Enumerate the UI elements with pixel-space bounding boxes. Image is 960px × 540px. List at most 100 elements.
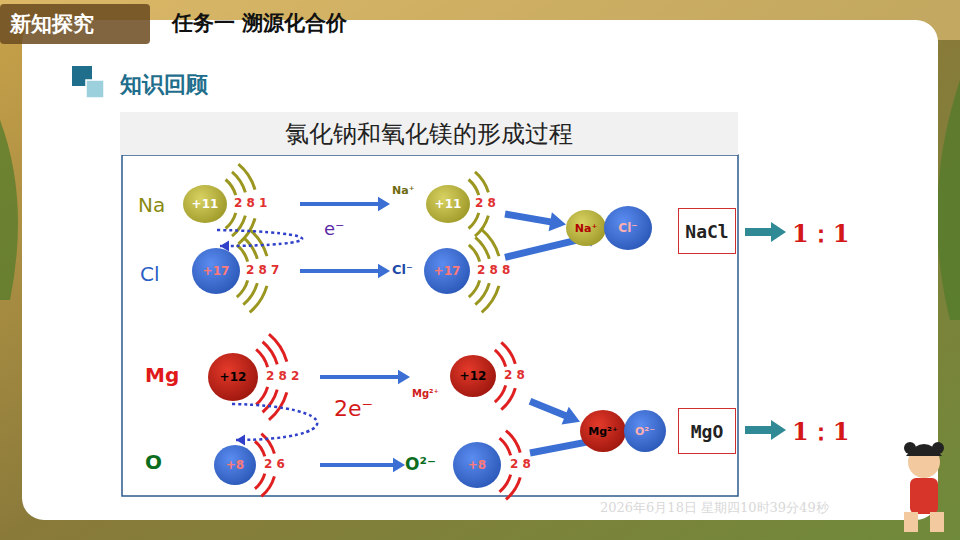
reaction-arrow — [530, 401, 568, 416]
electron-shell — [506, 431, 520, 453]
nucleus: +17 — [424, 248, 470, 294]
electron-shell — [495, 350, 506, 367]
electron-shell — [501, 388, 515, 410]
pair-o: O²⁻ — [624, 410, 666, 452]
nucleus: +12 — [450, 355, 496, 397]
node-text: +11 — [435, 197, 462, 211]
electron-shell — [475, 237, 489, 259]
electron-shell — [469, 280, 480, 297]
electron-shell — [469, 213, 479, 229]
electron-shell — [256, 387, 267, 405]
connector-arrow — [300, 264, 390, 278]
reaction-arrow — [320, 463, 395, 467]
node-text: +8 — [468, 458, 486, 472]
nucleus: +12 — [208, 353, 258, 401]
transfer-path — [217, 230, 302, 246]
electron-shell — [237, 280, 248, 297]
reaction-arrow — [300, 202, 380, 206]
node-text: Mg²⁺ — [588, 425, 617, 438]
electron-shell — [269, 392, 287, 419]
shell-electrons: 2 8 — [475, 196, 496, 210]
node-text: Cl⁻ — [618, 221, 637, 235]
nucleus: +8 — [453, 442, 501, 488]
arrowhead — [378, 197, 390, 211]
arrowhead — [549, 212, 566, 231]
nucleus: +11 — [183, 185, 227, 223]
electron-shell — [238, 164, 255, 190]
electron-shell — [475, 283, 489, 305]
node-text: +8 — [226, 458, 244, 472]
electron-shell — [263, 390, 278, 413]
shell-electrons: 2 8 — [504, 368, 525, 382]
header-band: 氯化钠和氧化镁的形成过程 — [120, 112, 738, 155]
arrowhead — [393, 458, 405, 472]
node-text: O²⁻ — [405, 454, 436, 474]
nucleus: +11 — [426, 185, 470, 223]
nucleus: +17 — [192, 248, 240, 294]
pair-cl: Cl⁻ — [604, 206, 652, 250]
electron-shell — [469, 179, 479, 195]
ratio: 1：1 — [792, 218, 849, 250]
electron-shell — [226, 213, 236, 229]
electron-shell — [263, 342, 278, 365]
nucleus: +8 — [214, 445, 256, 485]
electron-shell — [237, 245, 248, 262]
subheading: 知识回顾 — [120, 70, 208, 100]
electron-shell — [255, 441, 265, 456]
electron-shell — [255, 474, 265, 489]
timestamp-watermark: 2026年6月18日 星期四10时39分49秒 — [600, 499, 829, 517]
electron-shell — [475, 172, 488, 193]
shell-electrons: 2 6 — [264, 457, 285, 471]
electron-shell — [226, 179, 236, 195]
reaction-arrow — [505, 214, 553, 222]
shell-electrons: 2 8 2 — [266, 369, 299, 383]
electron-shell — [232, 216, 245, 237]
electron-shell — [506, 477, 520, 499]
electron-shell — [232, 172, 245, 193]
node-text: O²⁻ — [635, 425, 655, 438]
electron-shell — [269, 334, 287, 361]
electron-shell — [501, 342, 515, 364]
element-symbol: O — [145, 450, 162, 474]
electron-shell — [499, 438, 510, 455]
electron-shell — [256, 349, 267, 367]
electron-transfer-label: 2e⁻ — [332, 396, 375, 421]
electron-transfer-label: e⁻ — [322, 218, 347, 239]
node-text: +17 — [434, 264, 461, 278]
reaction-arrow — [300, 269, 380, 273]
node-text: Cl⁻ — [392, 262, 413, 277]
electron-shell — [469, 245, 480, 262]
reaction-arrow — [320, 375, 400, 379]
connector-arrow — [300, 197, 390, 211]
transfer-path — [232, 404, 317, 440]
pair-na: Na⁺ — [566, 210, 606, 246]
electron-shell — [261, 476, 274, 496]
node-text: Na⁺ — [392, 184, 414, 197]
node-text: +12 — [220, 370, 247, 384]
electron-shell — [250, 230, 267, 256]
shell-electrons: 2 8 7 — [246, 263, 279, 277]
node-text: +12 — [460, 369, 487, 383]
electron-shell — [261, 434, 274, 454]
connector-arrow — [232, 404, 317, 445]
atom-cl: +17 — [190, 246, 300, 296]
element-symbol: Mg — [145, 363, 179, 387]
connector-arrow — [530, 401, 580, 424]
ratio: 1：1 — [792, 416, 849, 448]
connector-arrow — [320, 458, 405, 472]
element-symbol: Cl — [140, 262, 160, 286]
electron-shell — [499, 475, 510, 492]
electron-shell — [243, 283, 257, 305]
section-tag: 新知探究 — [10, 10, 94, 38]
formula-box: NaCl — [678, 208, 736, 254]
slide-title: 任务一 溯源化合价 — [172, 9, 347, 37]
electron-shell — [482, 286, 499, 312]
arrowhead — [562, 407, 580, 425]
node-text: +17 — [203, 264, 230, 278]
node-text: MgO — [691, 421, 724, 442]
electron-shell — [243, 237, 257, 259]
electron-shell — [495, 385, 506, 402]
node-text: Na⁺ — [575, 222, 597, 235]
electron-shell — [250, 286, 267, 312]
shell-electrons: 2 8 1 — [234, 196, 267, 210]
